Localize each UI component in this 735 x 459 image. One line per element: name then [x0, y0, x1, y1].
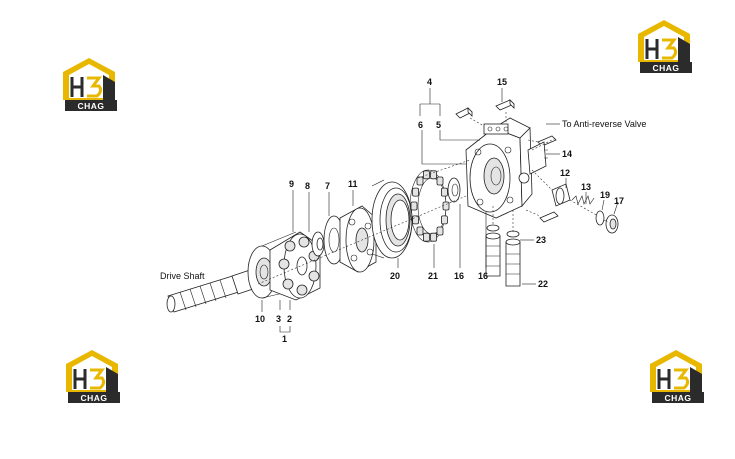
callout-16a: 16	[454, 271, 464, 281]
roller-element	[436, 226, 444, 236]
part-20-stator-ring	[371, 179, 413, 259]
callouts: 4 5 6 15 To Anti-reverse Valve 14 12 13 …	[255, 77, 646, 344]
roller-element	[416, 226, 424, 236]
callout-16b: 16	[478, 271, 488, 281]
roller-element	[412, 187, 420, 197]
part-19-washer	[595, 210, 605, 226]
callout-21: 21	[428, 271, 438, 281]
callout-20: 20	[390, 271, 400, 281]
callout-12: 12	[560, 168, 570, 178]
callout-4: 4	[427, 77, 432, 87]
callout-3: 3	[276, 314, 281, 324]
roller-element	[430, 170, 438, 180]
part-18-relief-valve	[485, 224, 501, 277]
assembly-lines	[257, 112, 609, 285]
roller-element	[416, 176, 424, 186]
roller-element	[442, 201, 450, 211]
watermark-text: CHAG	[652, 63, 679, 73]
part-8-ring	[311, 231, 325, 257]
watermark-logo-top-left: CHAG	[63, 58, 117, 111]
roller-element	[436, 176, 444, 186]
roller-element	[422, 232, 430, 242]
callout-22: 22	[538, 279, 548, 289]
callout-5: 5	[436, 120, 441, 130]
callout-13: 13	[581, 182, 591, 192]
anti-reverse-label: To Anti-reverse Valve	[562, 119, 646, 129]
watermark-logo-bottom-left: CHAG	[66, 350, 120, 403]
watermark-logo-bottom-right: CHAG	[650, 350, 704, 403]
part-13-spring	[571, 195, 595, 205]
part-22-relief-valve	[505, 230, 521, 287]
watermark-text: CHAG	[664, 393, 691, 403]
callout-11: 11	[348, 179, 358, 189]
callout-23: 23	[536, 235, 546, 245]
part-4-bolts	[455, 107, 473, 119]
part-14-plate	[527, 141, 548, 175]
callout-7: 7	[325, 181, 330, 191]
callout-1: 1	[282, 334, 287, 344]
leader-lines	[261, 88, 619, 333]
part-17-plug	[605, 214, 619, 234]
roller-element	[412, 215, 420, 225]
callout-19: 19	[600, 190, 610, 200]
callout-10: 10	[255, 314, 265, 324]
part-15-bolts	[495, 99, 515, 111]
rear-housing	[465, 117, 533, 219]
drive-shaft-label: Drive Shaft	[160, 271, 205, 281]
callout-2: 2	[287, 314, 292, 324]
roller-element	[410, 201, 418, 211]
callout-6: 6	[418, 120, 423, 130]
callout-9: 9	[289, 179, 294, 189]
watermark-logo-top-right: CHAG	[638, 20, 692, 73]
roller-element	[430, 232, 438, 242]
watermark-text: CHAG	[77, 101, 104, 111]
callout-15: 15	[497, 77, 507, 87]
part-21-roller-set	[409, 169, 450, 243]
part-12-valve-body	[551, 183, 571, 207]
roller-elements	[410, 170, 450, 242]
callout-17: 17	[614, 196, 624, 206]
roller-element	[440, 215, 448, 225]
part-11-rotor	[339, 205, 377, 273]
callout-8: 8	[305, 181, 310, 191]
callout-14: 14	[562, 149, 572, 159]
watermark-text: CHAG	[80, 393, 107, 403]
roller-element	[440, 187, 448, 197]
part-10-end-cover	[247, 231, 297, 299]
part-16-seal	[447, 177, 461, 203]
